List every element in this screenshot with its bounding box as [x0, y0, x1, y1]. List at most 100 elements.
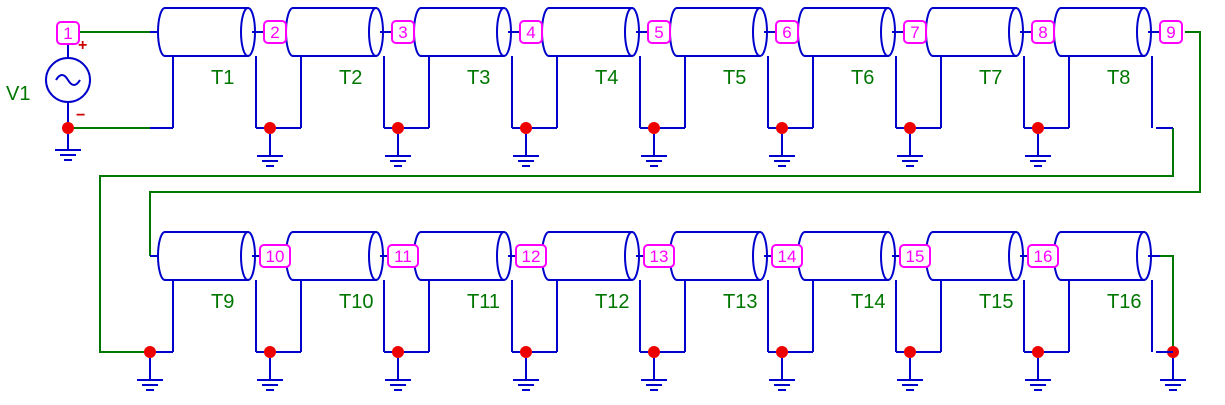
ground-symbol — [897, 358, 923, 391]
junction-dot — [904, 122, 916, 134]
svg-text:12: 12 — [522, 247, 541, 266]
transmission-line-t15: T15 — [925, 231, 1032, 352]
junction-dot — [904, 346, 916, 358]
svg-text:5: 5 — [654, 23, 663, 42]
line-label-t13: T13 — [723, 291, 757, 313]
svg-text:11: 11 — [394, 247, 412, 266]
junction-dot — [648, 346, 660, 358]
ground-symbol — [385, 358, 411, 391]
node-label-16: 16 — [1027, 244, 1059, 268]
svg-text:7: 7 — [910, 23, 919, 42]
transmission-line-t14: T14 — [797, 231, 904, 352]
node-label-9: 9 — [1159, 20, 1183, 44]
junction-dot — [520, 122, 532, 134]
junction-dot — [62, 122, 74, 134]
transmission-line-t3: T3 — [413, 7, 520, 128]
transmission-line-row-1: T1 T2 T3 T4 T5 T6 T7 T8 2 3 4 5 6 7 8 9 — [157, 7, 1183, 167]
node-label-14: 14 — [771, 244, 803, 268]
junction-dot — [648, 122, 660, 134]
ground-symbol — [385, 134, 411, 167]
svg-text:2: 2 — [270, 23, 279, 42]
ground-symbol — [55, 134, 81, 161]
transmission-line-t13: T13 — [669, 231, 776, 352]
ground-symbol — [641, 358, 667, 391]
svg-text:15: 15 — [906, 247, 925, 266]
junction-dot — [520, 346, 532, 358]
node-label-7: 7 — [903, 20, 927, 44]
svg-text:13: 13 — [650, 247, 669, 266]
svg-text:4: 4 — [526, 23, 535, 42]
line-label-t9: T9 — [211, 291, 234, 313]
svg-text:9: 9 — [1166, 23, 1175, 42]
line-label-t7: T7 — [979, 67, 1002, 89]
ground-symbol — [641, 134, 667, 167]
junction-dot — [392, 122, 404, 134]
node-label-15: 15 — [899, 244, 931, 268]
source-label: V1 — [6, 83, 30, 105]
ground-symbol — [1160, 358, 1186, 391]
ground-symbol — [769, 358, 795, 391]
transmission-line-t7: T7 — [925, 7, 1032, 128]
net-wire-t8-shield-to-t9-shield — [99, 128, 1174, 353]
line-label-t5: T5 — [723, 67, 746, 89]
line-label-t16: T16 — [1107, 291, 1141, 313]
svg-text:16: 16 — [1034, 247, 1053, 266]
transmission-line-t8: T8 — [1053, 7, 1160, 128]
line-label-t14: T14 — [851, 291, 885, 313]
junction-dot — [776, 122, 788, 134]
line-label-t3: T3 — [467, 67, 490, 89]
plus-terminal-label: + — [78, 37, 87, 54]
junction-dot — [392, 346, 404, 358]
node-label-12: 12 — [515, 244, 547, 268]
node-label-5: 5 — [647, 20, 671, 44]
svg-text:8: 8 — [1038, 23, 1047, 42]
source-positive-wire — [67, 31, 150, 33]
net-wire-node9-to-t9 — [149, 31, 1201, 256]
junction-dot — [264, 122, 276, 134]
transmission-line-t5: T5 — [669, 7, 776, 128]
ground-symbol — [257, 358, 283, 391]
ground-symbol — [897, 134, 923, 167]
svg-text:6: 6 — [782, 23, 791, 42]
junction-dot — [264, 346, 276, 358]
line-label-t4: T4 — [595, 67, 618, 89]
node-label-4: 4 — [519, 20, 543, 44]
junction-dot — [1032, 122, 1044, 134]
node-label-10: 10 — [259, 244, 291, 268]
transmission-line-t12: T12 — [541, 231, 648, 352]
node-label-2: 2 — [263, 20, 287, 44]
junction-dot — [776, 346, 788, 358]
node-label-1: 1 — [56, 21, 80, 45]
ground-symbol — [769, 134, 795, 167]
minus-terminal-label: − — [76, 107, 85, 124]
transmission-line-t6: T6 — [797, 7, 904, 128]
transmission-line-t10: T10 — [285, 231, 392, 352]
node-label-13: 13 — [643, 244, 675, 268]
svg-text:10: 10 — [266, 247, 285, 266]
line-label-t6: T6 — [851, 67, 874, 89]
svg-text:1: 1 — [63, 24, 72, 43]
node-label-8: 8 — [1031, 20, 1055, 44]
line-label-t2: T2 — [339, 67, 362, 89]
line-label-t1: T1 — [211, 67, 234, 89]
ground-symbol — [1025, 358, 1051, 391]
ground-symbol — [513, 358, 539, 391]
ground-symbol — [1025, 134, 1051, 167]
svg-text:3: 3 — [398, 23, 407, 42]
svg-text:14: 14 — [778, 247, 797, 266]
line-label-t8: T8 — [1107, 67, 1130, 89]
ground-symbol — [137, 358, 163, 391]
line-label-t15: T15 — [979, 291, 1013, 313]
net-wire-t16-output — [1160, 255, 1174, 352]
ground-symbol — [513, 134, 539, 167]
node-label-6: 6 — [775, 20, 799, 44]
transmission-line-t1: T1 — [157, 7, 264, 128]
node-label-11: 11 — [387, 244, 419, 268]
ground-symbol — [257, 134, 283, 167]
transmission-line-t4: T4 — [541, 7, 648, 128]
node-label-3: 3 — [391, 20, 415, 44]
voltage-source-v1: + − V1 — [6, 37, 91, 128]
junction-dot — [144, 346, 156, 358]
